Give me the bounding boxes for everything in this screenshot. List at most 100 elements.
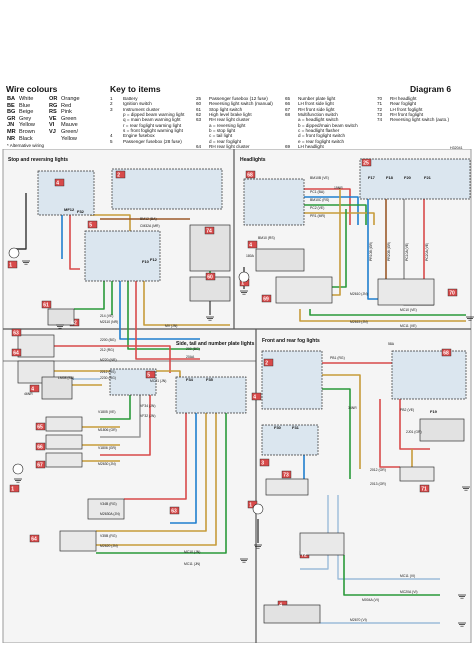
- earth-symbol: [466, 316, 474, 321]
- wire-code: VJ: [49, 129, 56, 135]
- key-item: q = main beam warning light: [110, 117, 184, 122]
- diagram-label: 19NR: [334, 186, 343, 190]
- key-item: 73 RH front foglight: [377, 112, 449, 117]
- component-number-tag: [259, 458, 270, 467]
- alternative-wiring-note: * Alternative wiring: [7, 143, 45, 148]
- wire: [379, 399, 400, 468]
- wire: [54, 345, 171, 373]
- earth-symbol: [240, 558, 248, 563]
- key-item-number: 73: [377, 112, 383, 118]
- component-box: [45, 416, 83, 432]
- key-item-label: q = main beam warning light: [123, 117, 181, 123]
- component-number-tag: [35, 460, 46, 469]
- diagram-label: F10: [142, 259, 150, 264]
- earth-symbol: [458, 594, 466, 599]
- diagram-label: PC1 (BA): [310, 190, 324, 194]
- wire-colour-name: Orange: [61, 96, 80, 102]
- key-item-label: RH front side light: [298, 106, 335, 112]
- diagram-label: M004A (VI): [362, 598, 379, 602]
- wire: [304, 196, 359, 225]
- key-item-label: Instrument cluster: [123, 106, 160, 112]
- key-item: 67 RH front side light: [285, 107, 358, 112]
- component-number: 63: [13, 331, 19, 337]
- key-item-label: Reversing light switch (manual): [209, 101, 273, 107]
- key-item-label: RH front foglight: [390, 112, 424, 118]
- wire: [343, 555, 440, 596]
- diagram-label: 200 (BG): [186, 347, 200, 351]
- key-item-number: 63: [196, 117, 202, 123]
- wire-colour-name: Mauve: [61, 122, 78, 129]
- diagram-label: PC10A (VE): [405, 243, 409, 261]
- wire-code: GR: [7, 115, 16, 122]
- component-box: [359, 158, 471, 200]
- component-number-tag: [419, 484, 430, 493]
- key-item-number: 72: [377, 106, 383, 112]
- diagram-label: PR1 (MR): [310, 214, 325, 218]
- component-number: 1: [11, 487, 14, 493]
- key-item-label: Stop light switch: [209, 106, 243, 112]
- diagram-label: PR20B (GR): [387, 242, 391, 261]
- component-box: [261, 424, 319, 456]
- key-item-number: 74: [377, 117, 383, 123]
- wire: [304, 204, 367, 225]
- key-item-number: 65: [285, 96, 291, 101]
- component-number-tag: [9, 484, 20, 493]
- component-number: 4: [31, 387, 34, 393]
- key-item-number: 70: [377, 96, 383, 101]
- diagram-label: M2630 (JN): [98, 462, 116, 466]
- component-number-tag: [145, 370, 156, 379]
- key-item-label: Ignition switch: [123, 101, 152, 107]
- key-item-number: 69: [285, 144, 291, 150]
- component-number-tag: [7, 260, 18, 269]
- component-number-tag: [29, 384, 40, 393]
- wire: [69, 215, 80, 270]
- wire-colours-heading: Wire colours: [6, 84, 58, 94]
- key-item-number: 67: [285, 106, 291, 112]
- diagram-label: M2610 (JN): [350, 292, 368, 296]
- earth-symbol: [240, 290, 248, 295]
- key-item-label: s = front foglight warning light: [123, 128, 183, 134]
- earth-symbol: [14, 478, 22, 483]
- wire-colour-name: Black: [19, 135, 33, 142]
- component-box: [299, 532, 345, 556]
- component-box: [265, 478, 309, 496]
- wire: [367, 199, 378, 300]
- component-number: 61: [43, 303, 49, 309]
- component-number: 4: [249, 243, 252, 249]
- key-item-label: Multifunction switch: [298, 112, 338, 118]
- component-box: [84, 230, 161, 282]
- wire-code: OR: [49, 96, 58, 102]
- component-number: 64: [13, 351, 19, 357]
- component-number: 68: [247, 173, 253, 179]
- component-number: 73: [283, 473, 289, 479]
- wire: [96, 413, 207, 532]
- wire-colour-name: Yellow: [61, 135, 77, 142]
- diagram-label: 2012 (OR): [370, 468, 386, 472]
- diagram-label: 2013 (OR): [370, 482, 386, 486]
- wire-colour-name: Blue: [19, 102, 31, 109]
- wire: [124, 413, 187, 500]
- diagram-label: M2630A (JN): [100, 512, 120, 516]
- key-item: d = rear foglight: [196, 139, 273, 144]
- diagram-label: MC10 (VE): [400, 308, 417, 312]
- key-item-label: d = rear foglight: [209, 138, 242, 144]
- component-number: 62: [71, 321, 77, 327]
- key-heading: Key to items: [110, 84, 161, 94]
- wire-code: RG: [49, 102, 58, 109]
- key-item-label: LH front side light: [298, 101, 334, 107]
- diagram-label: BM12 (BA): [140, 217, 157, 221]
- wire-code: RS: [49, 109, 57, 116]
- component-box: [37, 170, 95, 216]
